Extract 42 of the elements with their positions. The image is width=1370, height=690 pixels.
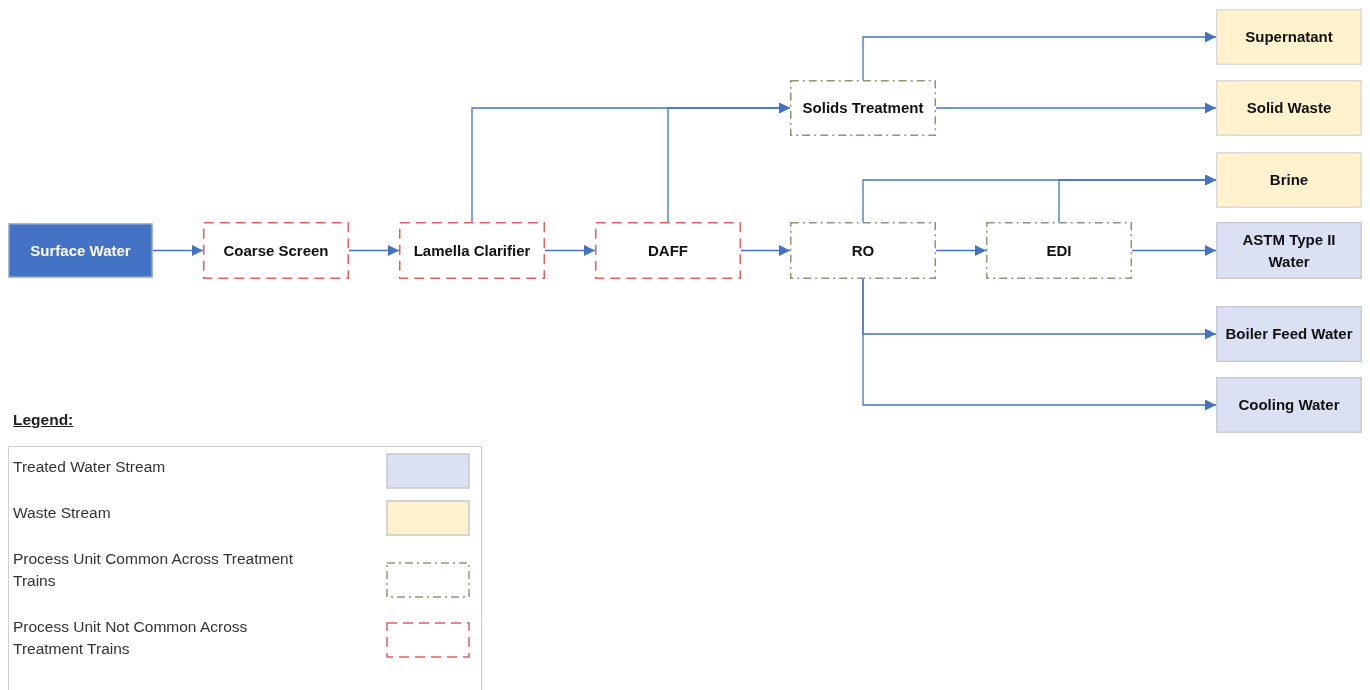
legend-heading: Legend: (13, 410, 74, 430)
process-box (790, 80, 936, 136)
node-label: ASTM Type II Water (1241, 229, 1337, 272)
node-label: EDI (1045, 240, 1073, 261)
legend-label: Treated Water Stream (13, 457, 167, 477)
output-box (1216, 306, 1362, 362)
node-label: RO (850, 240, 876, 261)
node-label: Surface Water (29, 240, 132, 261)
output-box (1216, 377, 1362, 433)
node-label: Cooling Water (1237, 395, 1341, 415)
node-label: Supernatant (1244, 27, 1334, 47)
node-label: Boiler Feed Water (1224, 324, 1354, 344)
arrow (935, 102, 1217, 114)
node-label: DAFF (647, 240, 689, 261)
legend-label: Process Unit Not Common Across Treatment Trains (13, 617, 249, 659)
legend-label: Process Unit Common Across Treatment Trains (13, 549, 294, 591)
node-label: Lamella Clarifier (412, 240, 532, 261)
node-label: Solids Treatment (801, 98, 925, 118)
output-box (1216, 80, 1362, 136)
arrow (544, 245, 596, 256)
node-label: Solid Waste (1245, 98, 1333, 118)
process-box (399, 222, 545, 279)
source-box (8, 223, 153, 278)
arrow (740, 245, 791, 256)
process-box (790, 222, 936, 279)
output-box (1216, 152, 1362, 208)
arrow (1131, 245, 1217, 256)
legend-label: Waste Stream (13, 503, 112, 523)
arrow (348, 245, 400, 256)
arrow (862, 278, 1217, 411)
arrow (862, 31, 1217, 81)
output-box (1216, 222, 1362, 279)
process-box (595, 222, 741, 279)
node-label: Coarse Screen (222, 240, 330, 261)
arrow (667, 102, 791, 223)
arrow (152, 245, 204, 256)
node-label: Brine (1268, 170, 1310, 190)
output-box (1216, 9, 1362, 65)
arrow (1058, 174, 1217, 223)
process-box (986, 222, 1132, 279)
arrow (935, 245, 987, 256)
process-box (203, 222, 349, 279)
